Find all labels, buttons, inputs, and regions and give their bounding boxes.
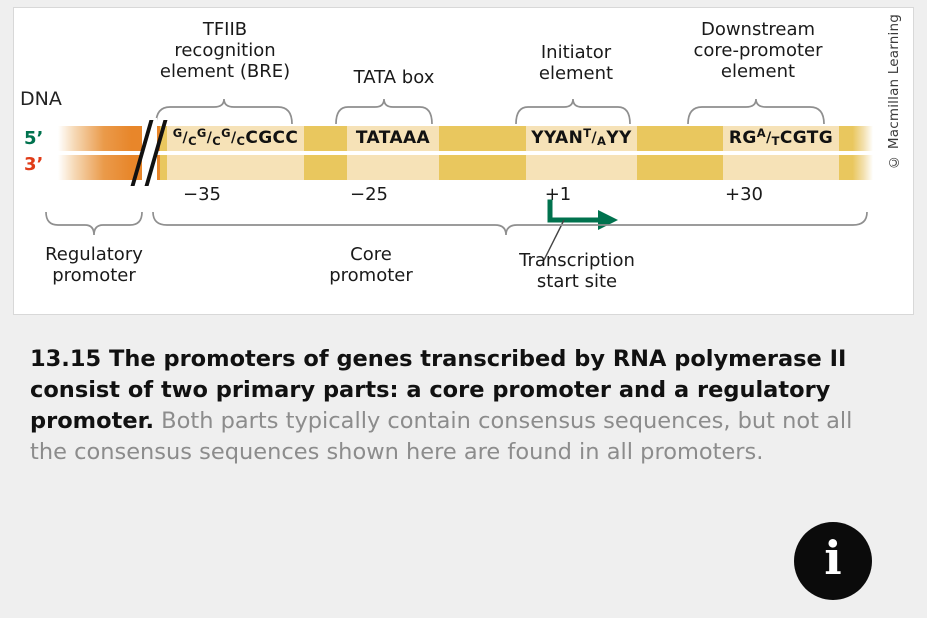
gold-spacer-bottom-1 bbox=[304, 155, 347, 180]
five-prime-label: 5’ bbox=[24, 128, 44, 149]
initiator-element-title: Initiator element bbox=[496, 42, 656, 85]
position-plus-30: +30 bbox=[725, 184, 763, 205]
info-button[interactable]: i bbox=[794, 522, 872, 600]
gold-spacer-top-3 bbox=[637, 126, 723, 151]
transcription-start-site-line-2: start site bbox=[536, 270, 618, 292]
position-minus-35: −35 bbox=[183, 184, 221, 205]
gold-spacer-top-2 bbox=[439, 126, 526, 151]
tata-box-title: TATA box bbox=[314, 67, 474, 89]
core-promoter-line-2: promoter bbox=[329, 264, 413, 286]
transcription-start-site-line-1: Transcription bbox=[519, 250, 635, 271]
dpe-title-line-2: core-promoter bbox=[693, 39, 823, 61]
initiator-sequence-box-bottom bbox=[526, 155, 637, 180]
dpe-brace bbox=[686, 98, 826, 125]
tata-box-sequence-box-bottom bbox=[347, 155, 439, 180]
bre-brace bbox=[154, 98, 294, 125]
tata-box-brace bbox=[334, 98, 434, 125]
three-prime-label: 3’ bbox=[24, 154, 44, 175]
dpe-title-line-3: element bbox=[720, 60, 796, 82]
position-minus-25: −25 bbox=[350, 184, 388, 205]
bre-title-line-2: recognition bbox=[174, 39, 276, 61]
bre-title: TFIIB recognition element (BRE) bbox=[130, 19, 320, 83]
bre-sequence-box-bottom bbox=[167, 155, 304, 180]
gold-spacer-bottom-2 bbox=[439, 155, 526, 180]
caption-bold-text: 13.15 The promoters of genes transcribed… bbox=[30, 346, 847, 435]
transcription-start-leader-line bbox=[542, 219, 572, 262]
gold-spacer-top-1 bbox=[304, 126, 347, 151]
copyright-text: © Macmillan Learning bbox=[886, 14, 902, 170]
regulatory-promoter-brace bbox=[44, 211, 144, 241]
core-promoter-brace bbox=[151, 211, 869, 241]
downstream-dna-region-top bbox=[839, 126, 873, 151]
core-promoter-label: Core promoter bbox=[306, 244, 436, 287]
tata-box-title-line-1: TATA box bbox=[353, 67, 435, 88]
bre-title-line-3: element (BRE) bbox=[159, 60, 291, 82]
figure-panel: © Macmillan Learning TFIIB recognition e… bbox=[13, 7, 914, 315]
caption-body-text: Both parts typically contain consensus s… bbox=[30, 408, 853, 466]
dna-bottom-strand bbox=[58, 155, 873, 180]
core-promoter-line-1: Core bbox=[350, 244, 392, 265]
dpe-title: Downstream core-promoter element bbox=[658, 19, 858, 83]
info-icon: i bbox=[824, 531, 842, 585]
dpe-sequence-box-bottom bbox=[723, 155, 839, 180]
initiator-title-line-1: Initiator bbox=[540, 42, 612, 63]
gold-spacer-bottom-0 bbox=[160, 155, 167, 180]
gold-spacer-bottom-3 bbox=[637, 155, 723, 180]
dpe-title-line-1: Downstream bbox=[700, 19, 816, 40]
regulatory-promoter-label: Regulatory promoter bbox=[24, 244, 164, 287]
transcription-start-site-label: Transcription start site bbox=[487, 250, 667, 293]
dna-label: DNA bbox=[20, 88, 62, 110]
caption-paragraph: 13.15 The promoters of genes transcribed… bbox=[30, 344, 887, 468]
gold-spacer-top-0 bbox=[160, 126, 167, 151]
initiator-title-line-2: element bbox=[538, 62, 614, 84]
bre-title-line-1: TFIIB bbox=[202, 19, 248, 40]
regulatory-promoter-line-1: Regulatory bbox=[45, 244, 143, 265]
copyright-notice: © Macmillan Learning bbox=[881, 14, 907, 306]
regulatory-promoter-line-2: promoter bbox=[52, 264, 136, 286]
tata-box-sequence-text: TATAAA bbox=[355, 128, 431, 148]
tata-box-sequence-box-top: TATAAA bbox=[347, 126, 439, 151]
downstream-dna-region-bottom bbox=[839, 155, 873, 180]
initiator-element-brace bbox=[514, 98, 632, 125]
caption-panel: 13.15 The promoters of genes transcribed… bbox=[0, 322, 927, 618]
